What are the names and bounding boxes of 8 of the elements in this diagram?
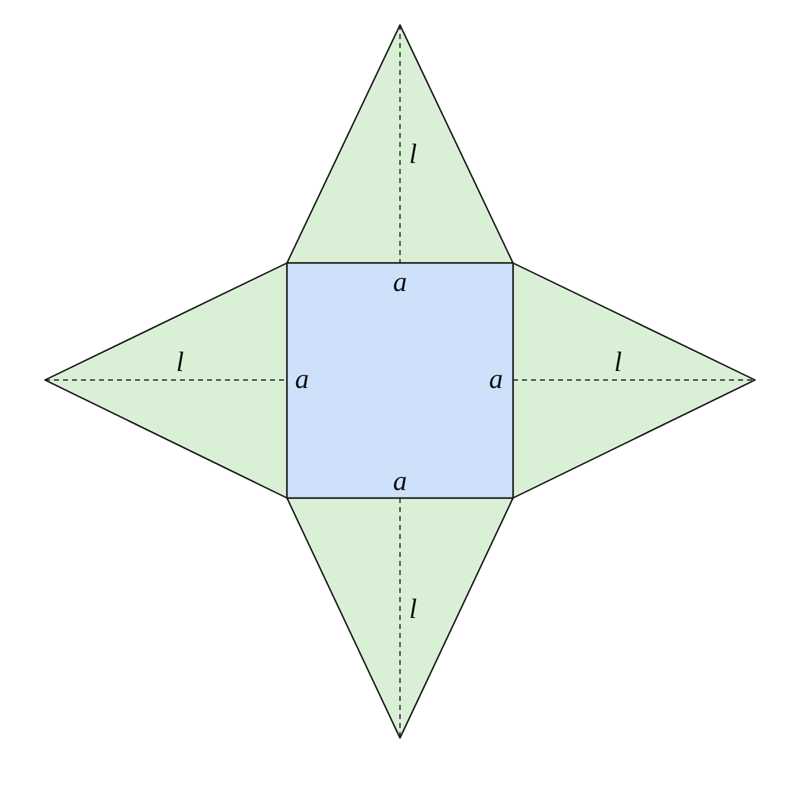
slant-height-label: l [614, 349, 622, 377]
side-length-label: a [295, 366, 309, 394]
slant-height-label: l [176, 349, 184, 377]
slant-height-label: l [409, 596, 417, 624]
side-length-label: a [393, 269, 407, 297]
side-length-label: a [393, 468, 407, 496]
slant-height-label: l [409, 141, 417, 169]
side-length-label: a [489, 366, 503, 394]
